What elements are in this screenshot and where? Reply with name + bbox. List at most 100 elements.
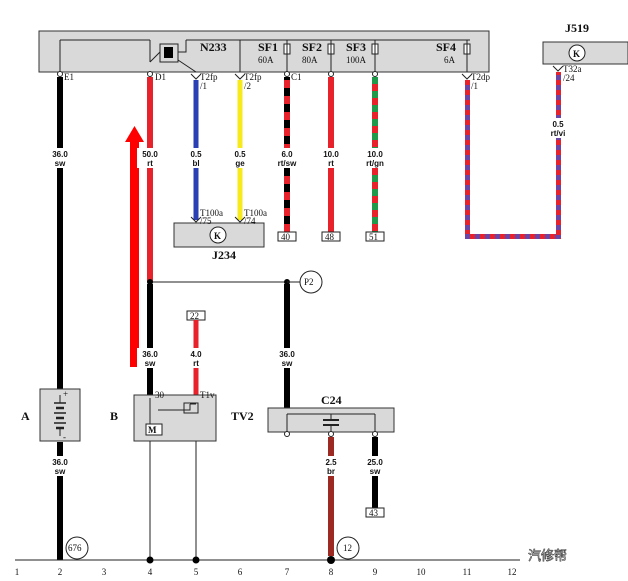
battery-minus: - [63, 432, 66, 442]
pin-t1v: T1v [200, 390, 215, 400]
ref-40: 40 [281, 232, 291, 242]
wire-code-w9: sw [145, 359, 156, 368]
svg-text:/75: /75 [200, 216, 212, 226]
wire-size-w9: 36.0 [142, 350, 158, 359]
scale-number: 4 [148, 567, 153, 577]
wire-code-w10: rt [193, 359, 199, 368]
wire-label-bg [362, 148, 388, 168]
ref-22: 22 [190, 311, 199, 321]
wire-code-w3: bl [192, 159, 199, 168]
label-j519: J519 [565, 21, 589, 35]
scale-number: 11 [463, 567, 472, 577]
wire-code-w2: rt [147, 159, 153, 168]
ref-12-circle [336, 536, 360, 560]
wire-size-w11: 36.0 [279, 350, 295, 359]
ref-43: 43 [369, 508, 379, 518]
wire-code-w14: sw [370, 467, 381, 476]
scale-number: 2 [58, 567, 63, 577]
wire-size-w6: 10.0 [323, 150, 339, 159]
label-sf1: SF1 [258, 40, 278, 54]
wire-code-w7: rt/gn [366, 159, 384, 168]
scale-number: 8 [329, 567, 334, 577]
label-a: A [21, 409, 30, 423]
ref-51: 51 [369, 232, 378, 242]
ref-48: 48 [325, 232, 335, 242]
pin-t100a-75: T100a [200, 208, 223, 218]
wire-size-w14: 25.0 [367, 458, 383, 467]
wire-labels: 36.0sw50.0rt0.5bl0.5ge6.0rt/sw10.0rt10.0… [47, 118, 571, 476]
wire-label-bg [183, 148, 209, 168]
label-n233: N233 [200, 40, 227, 54]
label-sf3: SF3 [346, 40, 366, 54]
wire-label-bg [227, 148, 253, 168]
capacitor-icon [286, 413, 376, 432]
wire-label-bg [183, 348, 209, 368]
pin-30: 30 [155, 390, 165, 400]
fuse-sf1-icon [283, 40, 291, 72]
ref-12: 12 [343, 543, 352, 553]
label-sf2-rating: 80A [302, 55, 318, 65]
current-flow-arrow-icon [125, 126, 144, 367]
label-sf1-rating: 60A [258, 55, 274, 65]
wire-size-w5: 6.0 [281, 150, 293, 159]
wire-label-bg [47, 456, 73, 476]
scale-number: 6 [238, 567, 243, 577]
wire-w8 [465, 80, 470, 236]
label-j234: J234 [212, 248, 236, 262]
label-tv2: TV2 [231, 409, 254, 423]
fuse-sf4-icon [463, 40, 471, 72]
scale-number: 5 [194, 567, 199, 577]
wire-size-w7: 10.0 [367, 150, 383, 159]
j519-symbol-icon [568, 44, 586, 62]
n233-relay-icon [159, 43, 179, 63]
wire-size-w10: 4.0 [190, 350, 202, 359]
scale-number: 12 [508, 567, 517, 577]
svg-text:/2: /2 [244, 81, 251, 91]
svg-text:M: M [148, 425, 157, 435]
label-b: B [110, 409, 118, 423]
wire-code-w4: ge [235, 159, 245, 168]
svg-text:K: K [573, 49, 580, 59]
fuse-box-frame [38, 30, 490, 73]
scale-number: 10 [417, 567, 427, 577]
label-sf3-rating: 100A [346, 55, 367, 65]
pin-t2dp: T2dp [471, 72, 490, 82]
j234-symbol-icon [209, 226, 227, 244]
label-sf4-rating: 6A [444, 55, 456, 65]
wire-code-w12: sw [55, 467, 66, 476]
pin-c1: C1 [291, 72, 302, 82]
wire-size-w12: 36.0 [52, 458, 68, 467]
wire-size-w3: 0.5 [190, 150, 202, 159]
pin-t2fp-1: T2fp [200, 72, 218, 82]
ref-676-circle [65, 536, 89, 560]
svg-text:/1: /1 [200, 81, 207, 91]
wire-size-w4: 0.5 [234, 150, 246, 159]
pin-d1: D1 [155, 72, 166, 82]
fuse-sf2-icon [327, 40, 335, 72]
svg-text:/24: /24 [563, 73, 575, 83]
wire-label-bg [545, 118, 571, 138]
svg-text:/74: /74 [244, 216, 256, 226]
scale-number: 3 [102, 567, 107, 577]
label-c24: C24 [321, 393, 342, 407]
pin-t32a: T32a [563, 64, 582, 74]
battery-icon [54, 395, 66, 436]
wire-label-bg [318, 456, 344, 476]
battery-plus: + [63, 389, 68, 399]
svg-text:/1: /1 [471, 81, 478, 91]
svg-text:K: K [214, 231, 221, 241]
wire-label-bg [318, 148, 344, 168]
wire-label-bg [47, 148, 73, 168]
ref-676: 676 [68, 543, 82, 553]
label-sf2: SF2 [302, 40, 322, 54]
ref-p2-circle [299, 270, 323, 294]
wire-label-bg [274, 148, 300, 168]
pin-t100a-74: T100a [244, 208, 267, 218]
fuse-sf3-icon [371, 40, 379, 72]
wire-code-w1: sw [55, 159, 66, 168]
wire-label-bg [362, 456, 388, 476]
wire-code-w13: br [327, 467, 335, 476]
label-sf4: SF4 [436, 40, 456, 54]
pin-e1: E1 [64, 72, 74, 82]
wire-code-w8: rt/vi [551, 129, 566, 138]
